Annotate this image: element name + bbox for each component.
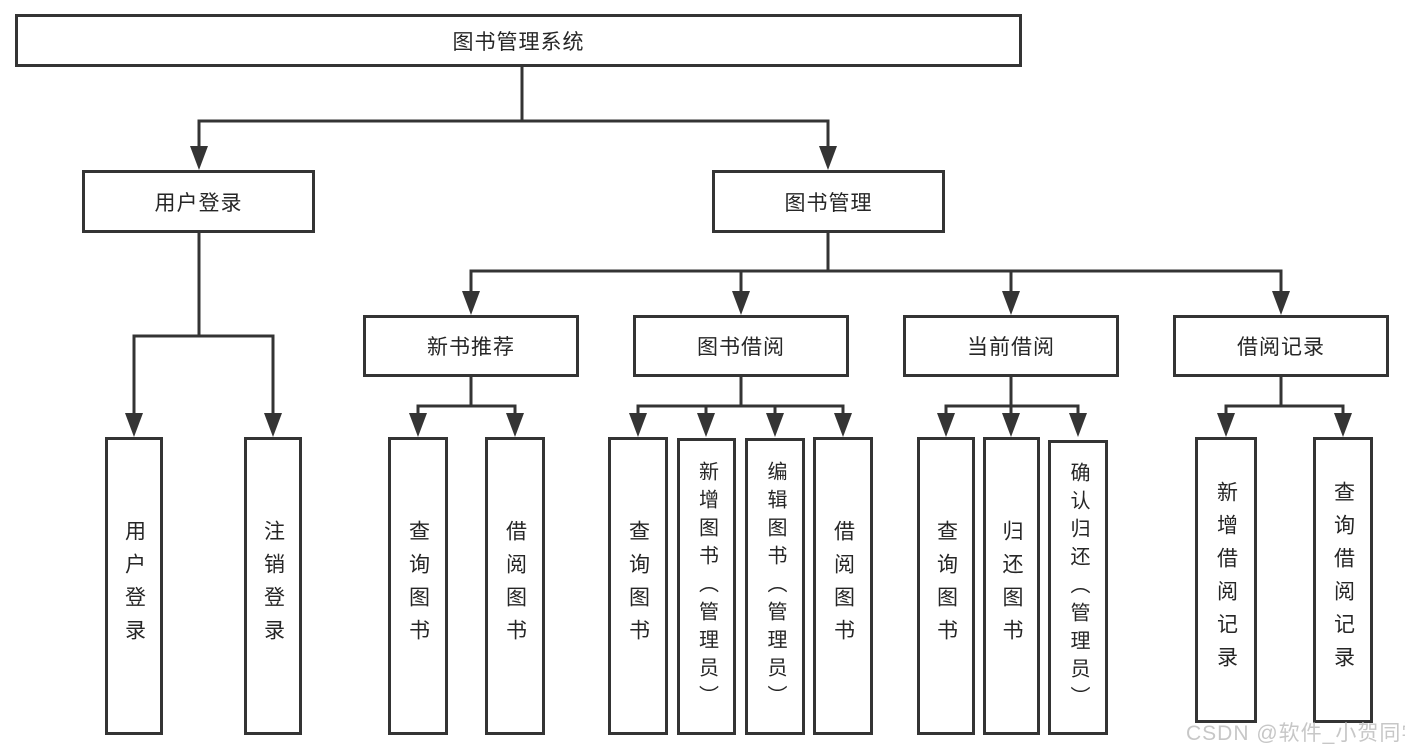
leaf-borrow-books: 借阅图书 (813, 437, 873, 735)
connector-new-book-recommendation-to-leaves (416, 377, 517, 415)
node-book-management: 图书管理 (712, 170, 945, 233)
leaf-return-books: 归还图书 (983, 437, 1040, 735)
node-new-book-recommendation: 新书推荐 (363, 315, 579, 377)
connector-current-borrowing-to-leaves (944, 377, 1080, 415)
leaf-confirm-return-admin: 确认归还（管理员） (1048, 440, 1108, 735)
connector-user-login-to-leaves (132, 233, 275, 415)
node-book-borrowing: 图书借阅 (633, 315, 849, 377)
connector-book-borrowing-to-leaves (636, 377, 845, 415)
node-library-management-system: 图书管理系统 (15, 14, 1022, 67)
connector-book-management-to-level3 (469, 233, 1283, 293)
leaf-query-books-recommend: 查询图书 (388, 437, 448, 735)
csdn-watermark: CSDN @软件_小贺同学 (1186, 722, 1405, 745)
node-user-login: 用户登录 (82, 170, 315, 233)
leaf-borrow-books-recommend: 借阅图书 (485, 437, 545, 735)
node-borrowing-records: 借阅记录 (1173, 315, 1389, 377)
leaf-logout: 注销登录 (244, 437, 302, 735)
leaf-add-book-admin: 新增图书（管理员） (677, 438, 736, 735)
leaf-query-books-current: 查询图书 (917, 437, 975, 735)
leaf-add-borrow-record: 新增借阅记录 (1195, 437, 1257, 723)
leaf-query-books-borrow: 查询图书 (608, 437, 668, 735)
arrowheads (125, 146, 1352, 437)
connector-root-to-level2 (197, 67, 830, 148)
connector-borrowing-records-to-leaves (1224, 377, 1345, 415)
leaf-query-borrow-record: 查询借阅记录 (1313, 437, 1373, 723)
leaf-edit-book-admin: 编辑图书（管理员） (745, 438, 805, 735)
leaf-user-login: 用户登录 (105, 437, 163, 735)
node-current-borrowing: 当前借阅 (903, 315, 1119, 377)
